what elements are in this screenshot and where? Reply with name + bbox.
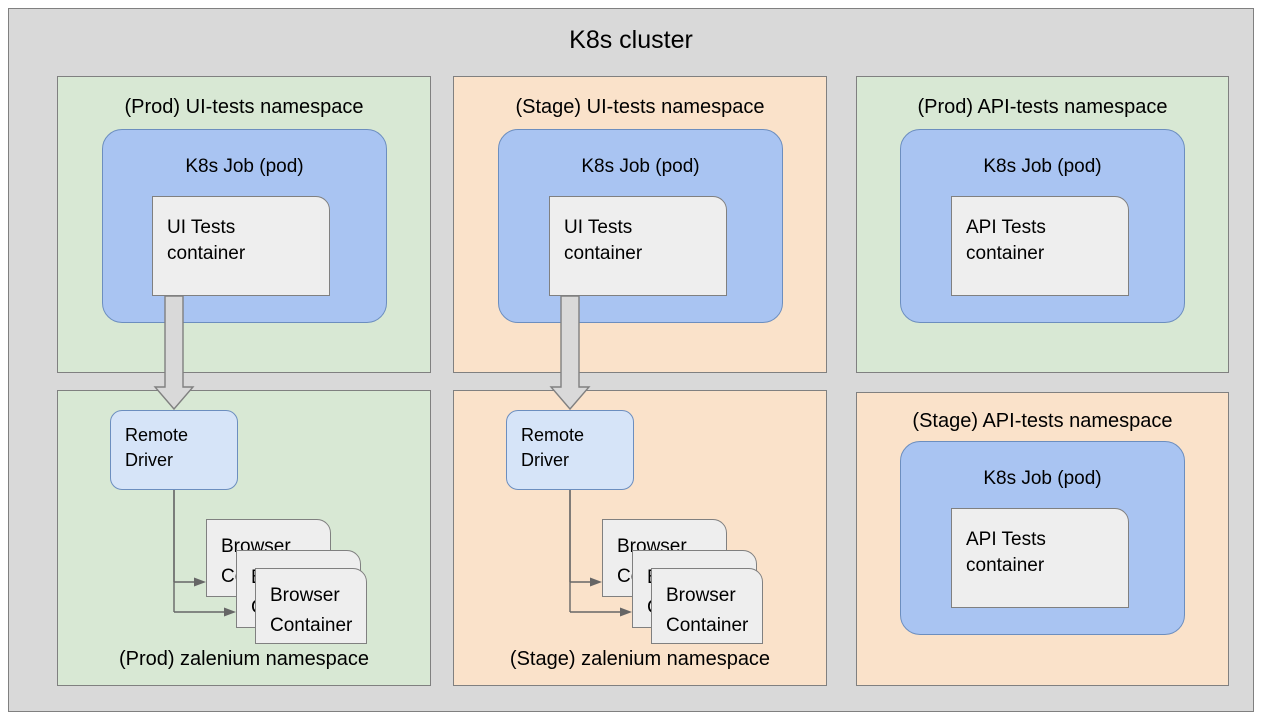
browser-label-line2: Container: [270, 615, 353, 636]
remote-driver-label-line2: Driver: [521, 450, 569, 470]
namespace-prod-ui-tests-label: (Prod) UI-tests namespace: [124, 96, 364, 118]
remote-driver-label-line1: Remote: [521, 425, 585, 445]
container-label-line1: UI Tests: [564, 217, 633, 238]
browser-label-line1: Browser: [666, 585, 736, 606]
namespace-prod-zalenium-label: (Prod) zalenium namespace: [118, 648, 370, 670]
remote-driver-label-line2: Driver: [125, 450, 173, 470]
container-label-line2: container: [167, 243, 246, 264]
container-prod-ui-tests[interactable]: UI Tests container: [152, 196, 330, 296]
pod-stage-api-tests-label: K8s Job (pod): [983, 468, 1102, 489]
pod-prod-ui-tests-label: K8s Job (pod): [185, 156, 304, 177]
cluster-title: K8s cluster: [569, 26, 693, 54]
container-label-line2: container: [966, 243, 1045, 264]
container-label-line1: API Tests: [966, 217, 1046, 238]
container-label-line2: container: [564, 243, 643, 264]
browser-container-stage-3[interactable]: Browser Container: [651, 568, 763, 644]
container-label-line1: UI Tests: [167, 217, 236, 238]
pod-stage-ui-tests-label: K8s Job (pod): [581, 156, 700, 177]
remote-driver-label-line1: Remote: [125, 425, 189, 445]
browser-label-line2: Container: [666, 615, 749, 636]
browser-container-prod-3[interactable]: Browser Container: [255, 568, 367, 644]
container-label-line1: API Tests: [966, 529, 1046, 550]
container-label-line2: container: [966, 555, 1045, 576]
namespace-stage-zalenium-label: (Stage) zalenium namespace: [509, 648, 771, 670]
remote-driver-prod[interactable]: Remote Driver: [110, 410, 238, 490]
container-stage-api-tests[interactable]: API Tests container: [951, 508, 1129, 608]
browser-label-line1: Browser: [270, 585, 340, 606]
pod-prod-api-tests-label: K8s Job (pod): [983, 156, 1102, 177]
namespace-stage-ui-tests-label: (Stage) UI-tests namespace: [515, 96, 765, 118]
container-stage-ui-tests[interactable]: UI Tests container: [549, 196, 727, 296]
namespace-stage-api-tests-label: (Stage) API-tests namespace: [912, 410, 1173, 432]
container-prod-api-tests[interactable]: API Tests container: [951, 196, 1129, 296]
namespace-prod-api-tests-label: (Prod) API-tests namespace: [917, 96, 1168, 118]
remote-driver-stage[interactable]: Remote Driver: [506, 410, 634, 490]
